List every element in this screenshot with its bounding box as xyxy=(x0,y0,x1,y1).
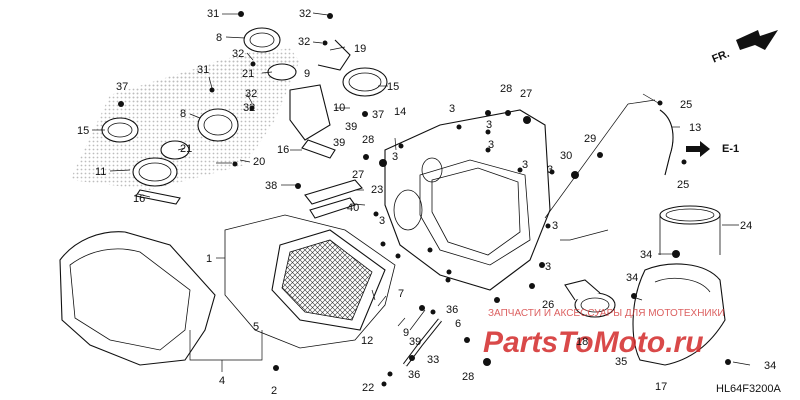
callout: 36 xyxy=(408,369,420,381)
callout: 28 xyxy=(462,371,474,383)
air-cleaner-housing xyxy=(384,109,551,291)
gasket-outline xyxy=(224,214,396,349)
callout: 34 xyxy=(640,249,652,261)
callout: 21 xyxy=(242,68,254,80)
callout: 28 xyxy=(500,83,512,95)
callout: 18 xyxy=(576,336,588,348)
callout: 32 xyxy=(243,102,255,114)
callout: 23 xyxy=(371,184,383,196)
reference-e1: E-1 xyxy=(686,141,739,157)
callout: 37 xyxy=(116,81,128,93)
callout: 10 xyxy=(333,102,345,114)
callout: 5 xyxy=(253,321,259,333)
watermark-brand: PartsToMoto.ru xyxy=(483,326,704,359)
joint-tube xyxy=(564,279,616,318)
intake-duct xyxy=(632,205,726,366)
callout: 33 xyxy=(427,354,439,366)
leader-lines xyxy=(92,12,751,372)
callout: 21 xyxy=(180,143,192,155)
callout: 2 xyxy=(271,385,277,397)
callout: 36 xyxy=(446,304,458,316)
callout: 32 xyxy=(245,88,257,100)
callout: 35 xyxy=(615,356,627,368)
watermark-tagline: ЗАПЧАСТИ И АКСЕССУАРЫ ДЛЯ МОТОТЕХНИКИ xyxy=(488,308,725,319)
callout: 8 xyxy=(216,32,222,44)
upper-funnel-assembly xyxy=(101,27,388,205)
callout: 15 xyxy=(387,81,399,93)
callout: 3 xyxy=(488,139,494,151)
callout: 3 xyxy=(522,159,528,171)
callout: 34 xyxy=(626,272,638,284)
callout: 32 xyxy=(298,36,310,48)
callout: 31 xyxy=(207,8,219,20)
callout: 15 xyxy=(77,125,89,137)
callout: 3 xyxy=(547,164,553,176)
callout: 7 xyxy=(398,288,404,300)
callout: 37 xyxy=(372,109,384,121)
callout: 29 xyxy=(584,133,596,145)
callout: 3 xyxy=(392,151,398,163)
callout: 24 xyxy=(740,220,752,232)
callout: 9 xyxy=(304,68,310,80)
callout: 1 xyxy=(206,253,212,265)
callout: 3 xyxy=(449,103,455,115)
callout: 25 xyxy=(680,99,692,111)
callout: 3 xyxy=(552,220,558,232)
callout: 34 xyxy=(764,360,776,372)
callout: 13 xyxy=(689,122,701,134)
callout: 31 xyxy=(197,64,209,76)
air-cleaner-cover xyxy=(59,231,216,366)
callout: 32 xyxy=(299,8,311,20)
callout: 8 xyxy=(180,108,186,120)
callout: 12 xyxy=(361,335,373,347)
callout: 11 xyxy=(95,166,106,178)
callout: 27 xyxy=(520,88,532,100)
callout: 9 xyxy=(403,327,409,339)
front-direction-label: FR. xyxy=(710,48,731,66)
callout: 3 xyxy=(486,119,492,131)
fasteners xyxy=(118,11,731,387)
callout: 30 xyxy=(560,150,572,162)
callout: 39 xyxy=(345,121,357,133)
front-direction-arrow-icon: FR. xyxy=(710,30,778,66)
callout: 14 xyxy=(394,106,406,118)
callout: 17 xyxy=(655,381,667,393)
callout-labels: 31 32 8 32 19 32 21 9 15 37 31 10 37 15 … xyxy=(77,8,776,397)
callout: 39 xyxy=(333,137,345,149)
callout: 32 xyxy=(232,48,244,60)
callout: 27 xyxy=(352,169,364,181)
breather-hose xyxy=(659,109,674,176)
callout: 26 xyxy=(542,299,554,311)
air-filter-element xyxy=(271,229,386,331)
callout: 40 xyxy=(347,202,359,214)
callout: 39 xyxy=(409,336,421,348)
watermark: ЗАПЧАСТИ И АКСЕССУАРЫ ДЛЯ МОТОТЕХНИКИ Pa… xyxy=(483,308,725,359)
callout: 16 xyxy=(277,144,289,156)
diagram-code: HL64F3200A xyxy=(716,383,781,395)
reference-label: E-1 xyxy=(722,143,739,155)
callout: 6 xyxy=(455,318,461,330)
callout: 16 xyxy=(133,193,145,205)
callout: 3 xyxy=(545,261,551,273)
callout: 19 xyxy=(354,43,366,55)
callout: 38 xyxy=(265,180,277,192)
subassembly-shading xyxy=(70,50,300,190)
bracket-parts xyxy=(304,179,363,219)
callout: 20 xyxy=(253,156,265,168)
callout: 4 xyxy=(219,375,225,387)
callout: 25 xyxy=(677,179,689,191)
callout: 28 xyxy=(362,134,374,146)
callout: 3 xyxy=(379,215,385,227)
callout: 22 xyxy=(362,382,374,394)
